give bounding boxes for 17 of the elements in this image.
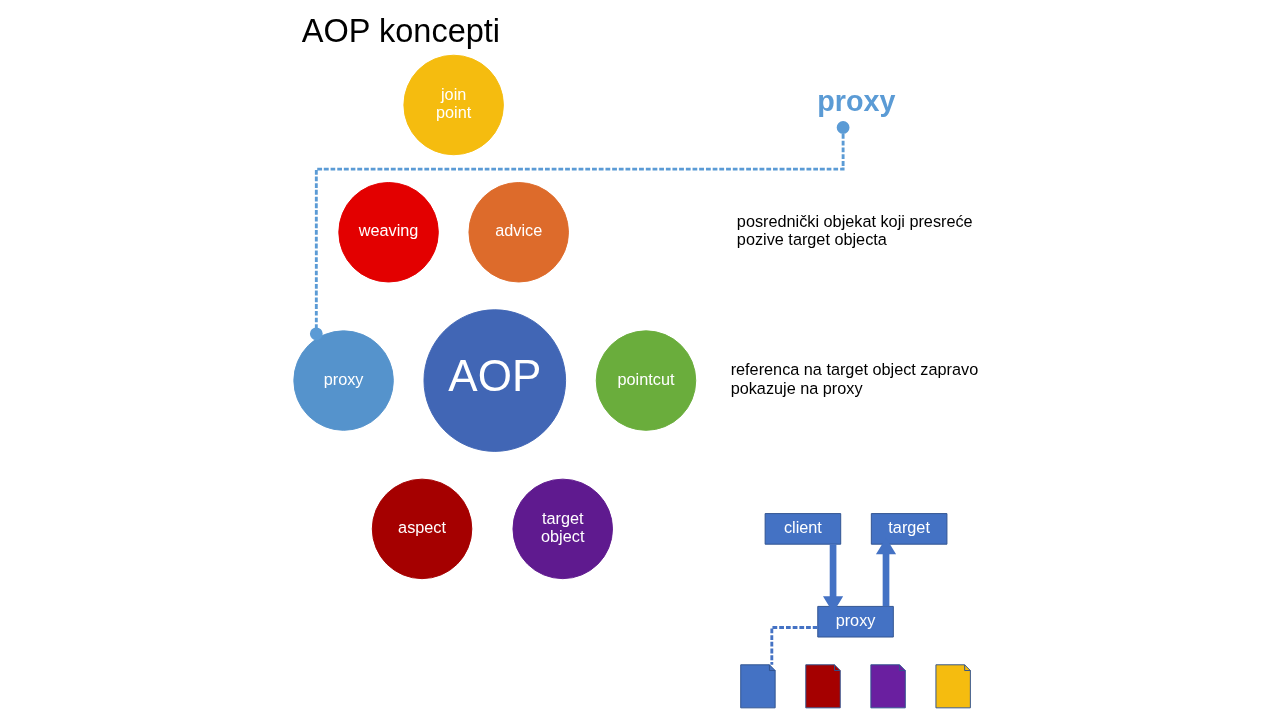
node-circle: aspect [371, 478, 473, 580]
connector [770, 626, 818, 665]
node-circle: target object [512, 478, 613, 580]
node-box: target [870, 513, 948, 545]
node-circle: proxy [293, 330, 394, 431]
label: posrednički objekat koji presreće pozive target objecta [736, 212, 973, 249]
connector [309, 121, 850, 341]
node-box: client [764, 513, 842, 545]
node-text: proxy [817, 85, 896, 118]
label: referenca na target object zapravo pokazuje na proxy [730, 360, 979, 397]
node-circle: advice [468, 182, 569, 283]
node-box: proxy [817, 605, 894, 638]
node-circle: pointcut [595, 330, 697, 431]
node-circle: weaving [338, 182, 439, 283]
node-circle: AOP [423, 309, 567, 452]
diagram-title: AOP koncepti [301, 13, 501, 50]
node-circle: join point [403, 54, 504, 156]
